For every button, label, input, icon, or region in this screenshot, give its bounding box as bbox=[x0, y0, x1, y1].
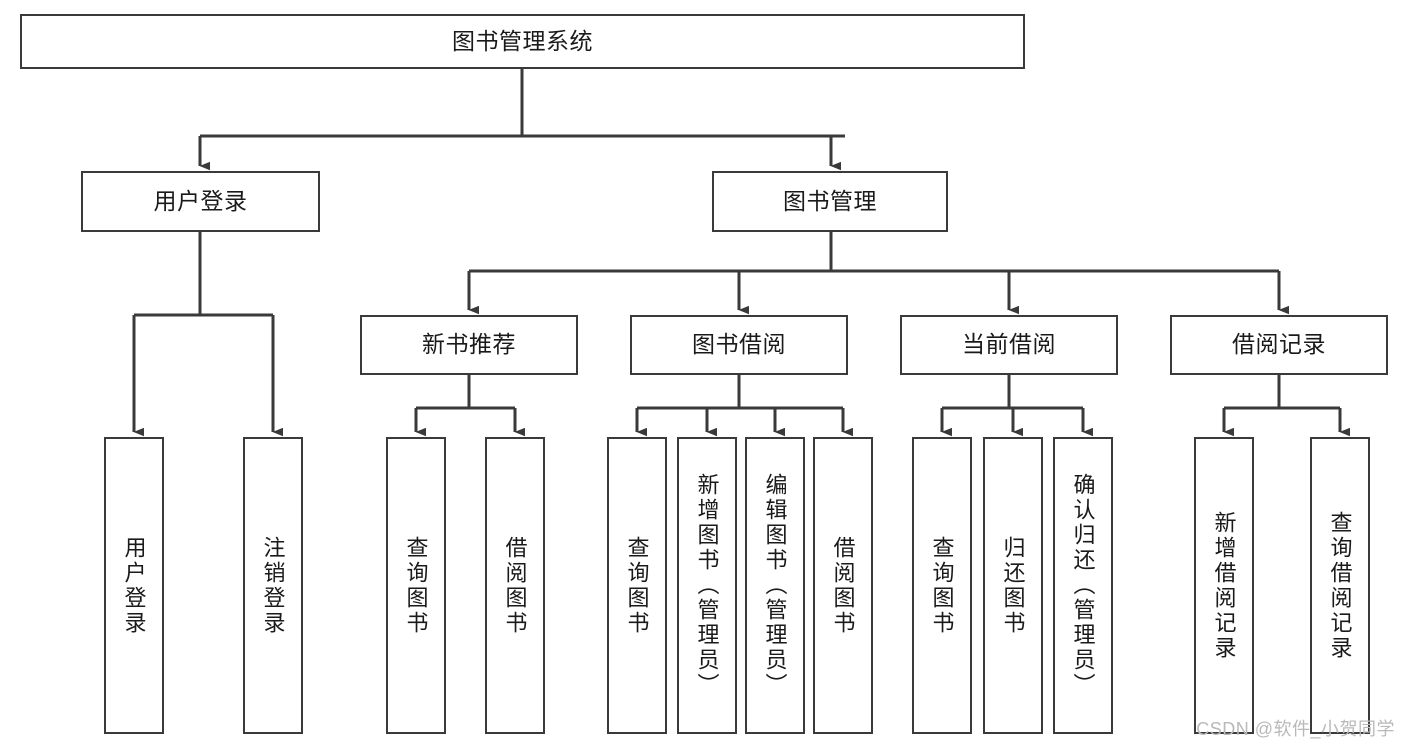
node-leaf-query-book-2-label: 查询图书 bbox=[624, 535, 650, 636]
csdn-watermark: CSDN @软件_小贺同学 bbox=[1196, 719, 1395, 739]
node-leaf-user-login-label: 用户登录 bbox=[121, 535, 147, 636]
node-leaf-query-record-label: 查询借阅记录 bbox=[1327, 510, 1353, 661]
node-book-manage-label: 图书管理 bbox=[783, 187, 877, 214]
node-leaf-edit-book-label: 编辑图书（管理员） bbox=[762, 473, 788, 698]
node-leaf-add-book[interactable]: 新增图书（管理员） bbox=[677, 437, 737, 734]
node-root[interactable]: 图书管理系统 bbox=[20, 14, 1025, 69]
node-current-borrow[interactable]: 当前借阅 bbox=[900, 315, 1118, 375]
node-borrow-record[interactable]: 借阅记录 bbox=[1170, 315, 1388, 375]
node-leaf-logout-label: 注销登录 bbox=[260, 535, 286, 636]
node-leaf-borrow-book-2-label: 借阅图书 bbox=[830, 535, 856, 636]
node-leaf-add-record[interactable]: 新增借阅记录 bbox=[1194, 437, 1254, 734]
node-leaf-query-book-3[interactable]: 查询图书 bbox=[912, 437, 972, 734]
node-leaf-edit-book[interactable]: 编辑图书（管理员） bbox=[745, 437, 805, 734]
node-leaf-query-book-1-label: 查询图书 bbox=[403, 535, 429, 636]
node-leaf-user-login[interactable]: 用户登录 bbox=[104, 437, 164, 734]
node-leaf-query-book-3-label: 查询图书 bbox=[929, 535, 955, 636]
node-leaf-borrow-book-2[interactable]: 借阅图书 bbox=[813, 437, 873, 734]
node-leaf-query-record[interactable]: 查询借阅记录 bbox=[1310, 437, 1370, 734]
node-leaf-return-book[interactable]: 归还图书 bbox=[983, 437, 1043, 734]
node-leaf-borrow-book-1-label: 借阅图书 bbox=[502, 535, 528, 636]
node-new-book-recommend-label: 新书推荐 bbox=[422, 331, 516, 358]
node-leaf-query-book-1[interactable]: 查询图书 bbox=[386, 437, 446, 734]
node-borrow-record-label: 借阅记录 bbox=[1232, 331, 1326, 358]
node-leaf-confirm-return-label: 确认归还（管理员） bbox=[1070, 473, 1096, 698]
node-book-borrow-label: 图书借阅 bbox=[692, 331, 786, 358]
node-leaf-query-book-2[interactable]: 查询图书 bbox=[607, 437, 667, 734]
node-new-book-recommend[interactable]: 新书推荐 bbox=[360, 315, 578, 375]
node-current-borrow-label: 当前借阅 bbox=[962, 331, 1056, 358]
node-leaf-logout[interactable]: 注销登录 bbox=[243, 437, 303, 734]
node-leaf-borrow-book-1[interactable]: 借阅图书 bbox=[485, 437, 545, 734]
node-book-manage[interactable]: 图书管理 bbox=[712, 171, 948, 232]
node-leaf-add-book-label: 新增图书（管理员） bbox=[694, 473, 720, 698]
node-root-label: 图书管理系统 bbox=[452, 27, 593, 54]
node-leaf-return-book-label: 归还图书 bbox=[1000, 535, 1026, 636]
node-leaf-add-record-label: 新增借阅记录 bbox=[1211, 510, 1237, 661]
node-book-borrow[interactable]: 图书借阅 bbox=[630, 315, 848, 375]
node-user-login[interactable]: 用户登录 bbox=[81, 171, 320, 232]
node-leaf-confirm-return[interactable]: 确认归还（管理员） bbox=[1053, 437, 1113, 734]
node-user-login-label: 用户登录 bbox=[153, 187, 248, 214]
